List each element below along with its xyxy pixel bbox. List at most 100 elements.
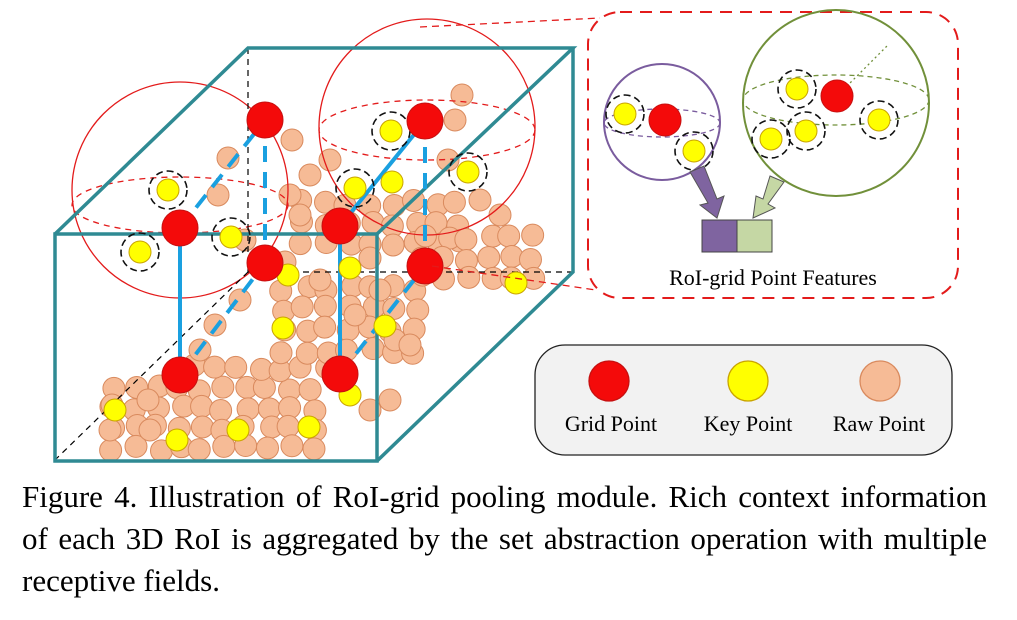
grid-point bbox=[406, 102, 444, 140]
figure-caption: Figure 4. Illustration of RoI-grid pooli… bbox=[22, 479, 987, 598]
key-point-radius-ring bbox=[211, 217, 251, 257]
raw-point bbox=[343, 303, 367, 327]
inset-sphere-small bbox=[603, 63, 721, 181]
raw-point bbox=[224, 355, 248, 379]
key-point bbox=[373, 314, 397, 338]
raw-point bbox=[298, 378, 322, 402]
legend-raw-point-marker bbox=[859, 360, 901, 402]
grid-point bbox=[246, 101, 284, 139]
raw-point bbox=[187, 438, 211, 462]
legend-key-point-marker bbox=[727, 360, 769, 402]
grid-point bbox=[406, 247, 444, 285]
raw-point bbox=[368, 278, 392, 302]
legend-grid-point-marker bbox=[588, 360, 630, 402]
inset-key-point-radius-ring bbox=[751, 119, 791, 159]
inset-key-point-radius-ring bbox=[859, 100, 899, 140]
raw-point bbox=[288, 203, 312, 227]
key-point bbox=[226, 418, 250, 442]
raw-point bbox=[138, 418, 162, 442]
key-point-radius-ring bbox=[120, 232, 160, 272]
raw-point bbox=[468, 188, 492, 212]
grid-point bbox=[161, 209, 199, 247]
roi-grid-illustration: RoI-grid Point Features Grid Point Key P… bbox=[53, 9, 959, 463]
legend-raw-point-label: Raw Point bbox=[833, 411, 925, 436]
inset-sphere-large bbox=[742, 9, 930, 197]
raw-point bbox=[278, 183, 302, 207]
key-point-radius-ring bbox=[448, 152, 488, 192]
grid-point bbox=[246, 244, 284, 282]
grid-point bbox=[161, 356, 199, 394]
raw-point bbox=[518, 247, 542, 271]
inset-key-point-radius-ring bbox=[674, 131, 714, 171]
feature-box-green bbox=[736, 219, 773, 253]
legend-grid-point-label: Grid Point bbox=[565, 411, 657, 436]
raw-point bbox=[269, 341, 293, 365]
raw-point bbox=[190, 415, 214, 439]
raw-point bbox=[398, 333, 422, 357]
raw-point bbox=[211, 375, 235, 399]
inset-key-point-radius-ring bbox=[786, 111, 826, 151]
raw-point bbox=[136, 388, 160, 412]
inset-key-point bbox=[613, 102, 637, 126]
key-point bbox=[343, 176, 367, 200]
feature-arrows bbox=[689, 165, 785, 219]
key-point bbox=[456, 160, 480, 184]
raw-point bbox=[206, 183, 230, 207]
inset-key-point bbox=[794, 119, 818, 143]
inset-key-point bbox=[867, 108, 891, 132]
key-point bbox=[219, 225, 243, 249]
raw-point bbox=[454, 227, 478, 251]
key-points bbox=[103, 111, 528, 452]
raw-point bbox=[313, 315, 337, 339]
raw-point bbox=[381, 233, 405, 257]
raw-point bbox=[450, 83, 474, 107]
inset-key-point bbox=[759, 127, 783, 151]
grid-links bbox=[178, 118, 427, 377]
raw-point bbox=[378, 388, 402, 412]
inset-grid-point bbox=[820, 79, 854, 113]
inset-key-point-radius-ring bbox=[777, 69, 817, 109]
raw-point bbox=[280, 434, 304, 458]
raw-point bbox=[382, 193, 406, 217]
key-point bbox=[379, 119, 403, 143]
purple-arrow bbox=[689, 165, 725, 219]
inset-grid-point bbox=[648, 103, 682, 137]
legend: Grid Point Key Point Raw Point bbox=[534, 344, 953, 456]
raw-point bbox=[443, 108, 467, 132]
raw-point bbox=[477, 246, 501, 270]
roi-box bbox=[53, 46, 578, 463]
zoom-connectors bbox=[419, 17, 601, 291]
key-point bbox=[165, 428, 189, 452]
raw-point bbox=[98, 418, 122, 442]
raw-point bbox=[276, 414, 300, 438]
grid-point bbox=[321, 355, 359, 393]
raw-point bbox=[295, 341, 319, 365]
key-point bbox=[504, 271, 528, 295]
inset-panel bbox=[587, 11, 959, 299]
raw-point bbox=[124, 434, 148, 458]
raw-point bbox=[209, 399, 233, 423]
raw-point bbox=[442, 190, 466, 214]
raw-point bbox=[280, 128, 304, 152]
raw-point bbox=[497, 224, 521, 248]
raw-point bbox=[288, 232, 312, 256]
feature-box-purple bbox=[701, 219, 738, 253]
key-point bbox=[156, 178, 180, 202]
key-point bbox=[103, 398, 127, 422]
raw-point bbox=[216, 146, 240, 170]
key-point bbox=[338, 256, 362, 280]
inset-key-point-radius-ring bbox=[605, 94, 645, 134]
green-arrow bbox=[752, 175, 785, 219]
key-point bbox=[380, 170, 404, 194]
legend-key-point-label: Key Point bbox=[704, 411, 793, 436]
raw-point bbox=[256, 436, 280, 460]
key-point-radius-ring bbox=[335, 168, 375, 208]
raw-point bbox=[521, 223, 545, 247]
inset-key-point bbox=[682, 139, 706, 163]
raw-point bbox=[318, 148, 342, 172]
key-point bbox=[128, 240, 152, 264]
feature-label: RoI-grid Point Features bbox=[669, 265, 877, 290]
raw-point bbox=[203, 355, 227, 379]
raw-point bbox=[406, 298, 430, 322]
raw-point bbox=[302, 437, 326, 461]
